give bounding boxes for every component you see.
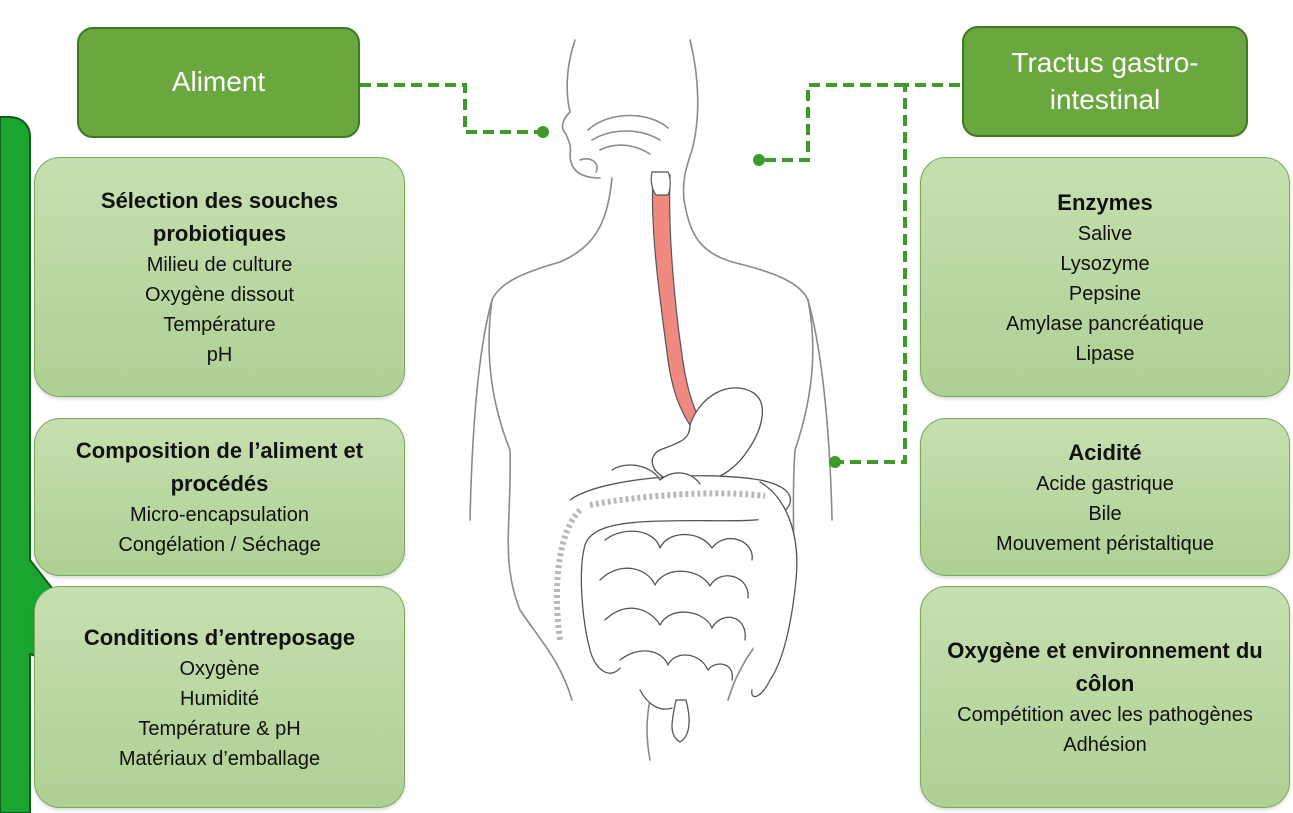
stomach-shape — [652, 388, 762, 483]
box-item: Adhésion — [1063, 730, 1146, 760]
tractus-header: Tractus gastro-intestinal — [962, 26, 1248, 137]
aliment-header: Aliment — [77, 27, 360, 138]
box-title: Sélection des souches probiotiques — [35, 184, 404, 250]
box-item: Humidité — [180, 684, 259, 714]
connector-dot-acidite — [829, 456, 841, 468]
acidite-box: Acidité Acide gastrique Bile Mouvement p… — [920, 418, 1290, 576]
oxygene-colon-box: Oxygène et environnement du côlon Compét… — [920, 586, 1290, 808]
selection-souches-box: Sélection des souches probiotiques Milie… — [34, 157, 405, 397]
box-item: Pepsine — [1069, 279, 1141, 309]
enzymes-box: Enzymes Salive Lysozyme Pepsine Amylase … — [920, 157, 1290, 397]
box-item: Compétition avec les pathogènes — [957, 700, 1253, 730]
conditions-entreposage-box: Conditions d’entreposage Oxygène Humidit… — [34, 586, 405, 808]
connector-dot-enzymes — [753, 154, 765, 166]
box-item: Matériaux d’emballage — [119, 744, 320, 774]
box-title: Acidité — [1068, 436, 1141, 469]
box-item: Mouvement péristaltique — [996, 529, 1214, 559]
esophagus-shape — [652, 175, 700, 425]
box-item: Oxygène dissout — [145, 280, 294, 310]
box-item: pH — [207, 340, 233, 370]
composition-aliment-box: Composition de l’aliment et procédés Mic… — [34, 418, 405, 576]
box-title: Oxygène et environnement du côlon — [921, 634, 1289, 700]
box-item: Température — [163, 310, 275, 340]
box-item: Salive — [1078, 219, 1132, 249]
connector-dot-aliment — [537, 126, 549, 138]
box-item: Lysozyme — [1060, 249, 1149, 279]
box-title: Enzymes — [1057, 186, 1152, 219]
box-item: Micro-encapsulation — [130, 500, 309, 530]
box-item: Milieu de culture — [147, 250, 293, 280]
box-title: Composition de l’aliment et procédés — [35, 434, 404, 500]
box-item: Oxygène — [179, 654, 259, 684]
box-item: Température & pH — [138, 714, 300, 744]
box-item: Acide gastrique — [1036, 469, 1174, 499]
intestine-illustration — [570, 465, 797, 742]
box-item: Lipase — [1076, 339, 1135, 369]
box-item: Amylase pancréatique — [1006, 309, 1204, 339]
box-item: Congélation / Séchage — [118, 530, 320, 560]
box-title: Conditions d’entreposage — [84, 621, 355, 654]
box-item: Bile — [1088, 499, 1121, 529]
